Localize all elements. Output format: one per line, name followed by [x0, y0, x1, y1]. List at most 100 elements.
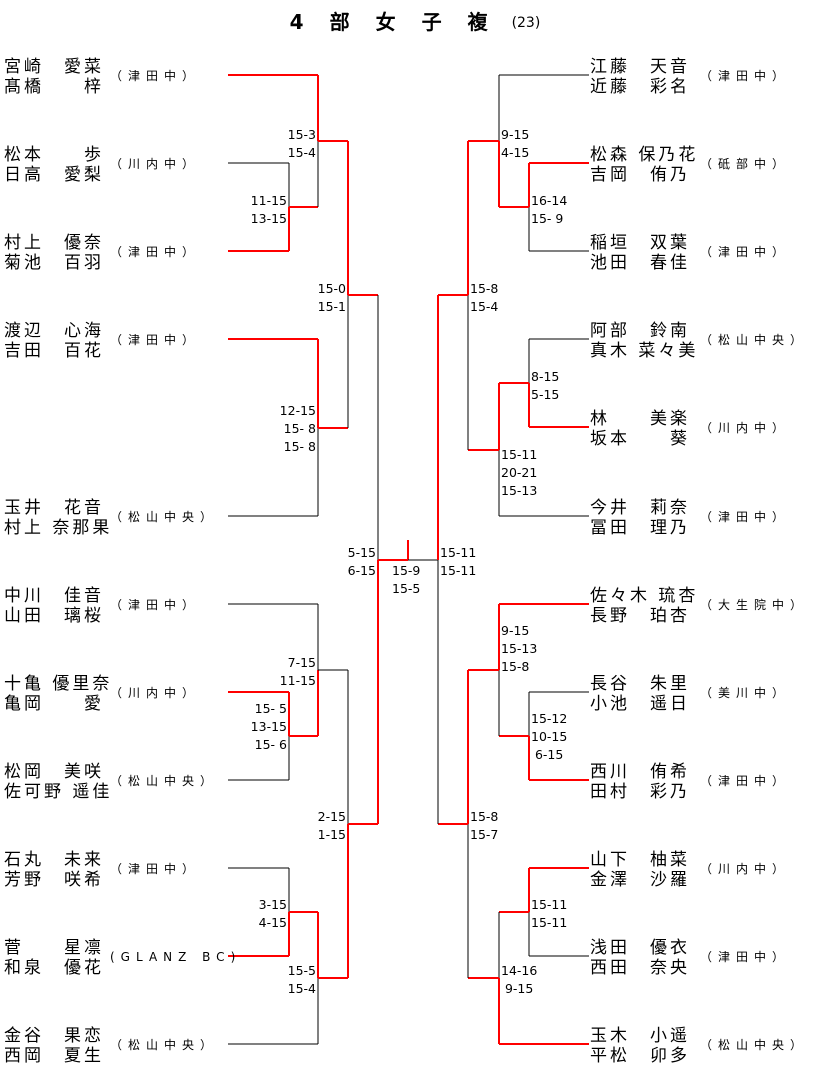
match-score: 15-5 15-4	[287, 963, 316, 996]
player-name: 日高 愛梨	[4, 165, 104, 185]
player-names: 宮崎 愛菜髙橋 梓	[4, 57, 116, 97]
title-char: 子	[421, 10, 442, 34]
player-names: 稲垣 双葉池田 春佳	[590, 233, 702, 273]
player-name: 松岡 美咲	[4, 762, 104, 782]
player-name: 菅 星凛	[4, 938, 104, 958]
player-name: 長野 珀杏	[590, 606, 690, 626]
player-name: 芳野 咲希	[4, 870, 104, 890]
match-score: 3-15 4-15	[258, 897, 287, 930]
player-names: 村上 優奈菊池 百羽	[4, 233, 116, 273]
player-name: 稲垣 双葉	[590, 233, 690, 253]
player-names: 松本 歩日高 愛梨	[4, 145, 116, 185]
player-name: 坂本 葵	[590, 429, 690, 449]
player-names: 玉木 小遥平松 卯多	[590, 1026, 702, 1066]
player-names: 松岡 美咲佐可野 遥佳	[4, 762, 116, 802]
team-name: （松山中央）	[110, 774, 219, 788]
match-score: 9-15 15-13 15-8	[501, 623, 538, 674]
player-name: 田村 彩乃	[590, 782, 690, 802]
player-name: 近藤 彩名	[590, 77, 690, 97]
player-names: 渡辺 心海吉田 百花	[4, 321, 116, 361]
player-name: 今井 莉奈	[590, 498, 690, 518]
player-name: 村上 優奈	[4, 233, 104, 253]
player-names: 十亀 優里奈亀岡 愛	[4, 674, 116, 714]
player-name: 吉岡 侑乃	[590, 165, 690, 185]
team-name: （美川中）	[700, 686, 791, 700]
team-name: （津田中）	[700, 510, 791, 524]
title-char: 複	[467, 10, 488, 34]
team-name: （津田中）	[700, 950, 791, 964]
team-name: （大生院中）	[700, 598, 809, 612]
team-name: （川内中）	[110, 157, 201, 171]
player-name: 池田 春佳	[590, 253, 690, 273]
team-name: （津田中）	[110, 69, 201, 83]
match-score: 5-15 6-15	[347, 545, 376, 578]
match-score: 15-9 15-5	[392, 563, 421, 596]
player-name: 渡辺 心海	[4, 321, 104, 341]
player-names: 今井 莉奈冨田 理乃	[590, 498, 702, 538]
player-name: 玉木 小遥	[590, 1026, 690, 1046]
player-name: 髙橋 梓	[4, 77, 104, 97]
player-name: 村上 奈那果	[4, 518, 113, 538]
team-name: （松山中央）	[110, 510, 219, 524]
player-name: 松本 歩	[4, 145, 104, 165]
player-name: 宮崎 愛菜	[4, 57, 104, 77]
player-name: 小池 遥日	[590, 694, 690, 714]
match-score: 15-11 20-21 15-13	[501, 447, 538, 498]
match-score: 15-12 10-15 6-15	[531, 711, 568, 762]
match-score: 15-8 15-7	[470, 809, 499, 842]
player-name: 十亀 優里奈	[4, 674, 113, 694]
player-names: 山下 柚菜金澤 沙羅	[590, 850, 702, 890]
player-names: 佐々木 琉杏長野 珀杏	[590, 586, 702, 626]
team-name: （津田中）	[700, 774, 791, 788]
match-score: 12-15 15- 8 15- 8	[279, 403, 316, 454]
team-name: （津田中）	[110, 598, 201, 612]
player-names: 菅 星凛和泉 優花	[4, 938, 116, 978]
team-name: （津田中）	[110, 333, 201, 347]
player-name: 佐可野 遥佳	[4, 782, 113, 802]
player-name: 山下 柚菜	[590, 850, 690, 870]
team-name: （松山中央）	[700, 1038, 809, 1052]
player-name: 浅田 優衣	[590, 938, 690, 958]
player-name: 金澤 沙羅	[590, 870, 690, 890]
match-score: 7-15 11-15	[279, 655, 316, 688]
title-char: 4	[289, 10, 304, 34]
player-names: 玉井 花音村上 奈那果	[4, 498, 116, 538]
match-score: 15-11 15-11	[531, 897, 568, 930]
player-names: 江藤 天音近藤 彩名	[590, 57, 702, 97]
player-names: 林 美楽坂本 葵	[590, 409, 702, 449]
player-name: 和泉 優花	[4, 958, 104, 978]
match-score: 16-14 15- 9	[531, 193, 568, 226]
player-names: 長谷 朱里小池 遥日	[590, 674, 702, 714]
player-names: 浅田 優衣西田 奈央	[590, 938, 702, 978]
player-name: 佐々木 琉杏	[590, 586, 699, 606]
player-names: 石丸 未来芳野 咲希	[4, 850, 116, 890]
team-name: （津田中）	[110, 862, 201, 876]
player-name: 真木 菜々美	[590, 341, 699, 361]
team-name: （川内中）	[700, 421, 791, 435]
player-name: 冨田 理乃	[590, 518, 690, 538]
player-name: 林 美楽	[590, 409, 690, 429]
player-names: 松森 保乃花吉岡 侑乃	[590, 145, 702, 185]
player-names: 阿部 鈴南真木 菜々美	[590, 321, 702, 361]
player-name: 吉田 百花	[4, 341, 104, 361]
match-score: 15-3 15-4	[287, 127, 316, 160]
player-name: 西岡 夏生	[4, 1046, 104, 1066]
match-score: 8-15 5-15	[531, 369, 560, 402]
team-name: （松山中央）	[700, 333, 809, 347]
player-names: 金谷 果恋西岡 夏生	[4, 1026, 116, 1066]
team-name: （津田中）	[110, 245, 201, 259]
player-name: 金谷 果恋	[4, 1026, 104, 1046]
player-name: 石丸 未来	[4, 850, 104, 870]
team-name: (GLANZ BC)	[110, 950, 242, 964]
team-name: （松山中央）	[110, 1038, 219, 1052]
player-name: 菊池 百羽	[4, 253, 104, 273]
match-score: 14-16 9-15	[501, 963, 538, 996]
team-name: （津田中）	[700, 69, 791, 83]
player-name: 平松 卯多	[590, 1046, 690, 1066]
player-name: 長谷 朱里	[590, 674, 690, 694]
match-score: 9-15 4-15	[501, 127, 530, 160]
team-name: （津田中）	[700, 245, 791, 259]
title-char: 女	[375, 10, 396, 34]
